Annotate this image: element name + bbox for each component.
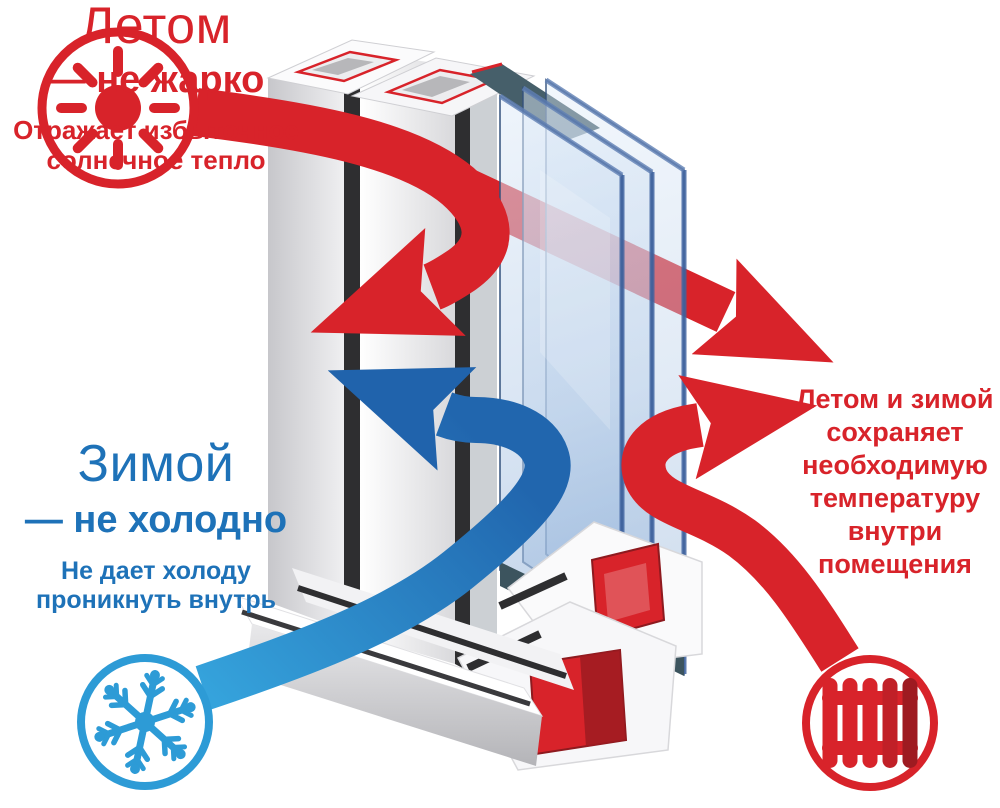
sash-slab xyxy=(360,52,455,664)
gasket-strip xyxy=(344,52,360,636)
summer-title: Летом xyxy=(80,0,232,55)
indoor-heat-arrow xyxy=(621,375,859,672)
sun-icon xyxy=(37,27,199,189)
winter-label-block: Зимой — не холодно Не дает холоду проник… xyxy=(0,435,312,615)
frame-outer-slab xyxy=(268,56,344,630)
summer-label-block: Летом — не жарко Отражает избыточное сол… xyxy=(0,0,312,175)
winter-title: Зимой xyxy=(77,435,235,493)
cold-block-arrow xyxy=(195,367,571,710)
summer-description: Отражает избыточное солнечное тепло xyxy=(13,115,299,176)
radiator-icon xyxy=(802,655,938,791)
snowflake-icon xyxy=(77,654,213,790)
glazing-bead xyxy=(470,70,497,684)
benefit-text: Летом и зимой сохраняет необходимую темп… xyxy=(796,384,994,579)
summer-reflect-arrow xyxy=(193,88,510,336)
winter-subtitle: — не холодно xyxy=(24,499,288,542)
glass-panes xyxy=(498,77,687,677)
winter-description: Не дает холоду проникнуть внутрь xyxy=(35,557,277,615)
seal-line xyxy=(471,62,503,74)
summer-subtitle: — не жарко xyxy=(47,59,265,102)
